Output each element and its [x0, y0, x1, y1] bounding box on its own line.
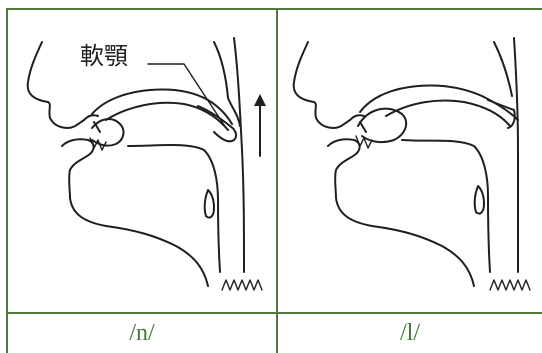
annotation-leader-line [147, 63, 227, 129]
caption-l: /l/ [399, 320, 420, 346]
caption-n: /n/ [129, 320, 155, 346]
diagram-panel-n: 軟顎 [8, 10, 276, 312]
soft-palate-raised [487, 99, 516, 129]
soft-palate-label: 軟顎 [80, 42, 128, 70]
nasal-cavity [213, 41, 241, 127]
lower-lip-chin [327, 138, 475, 287]
hard-palate [91, 88, 233, 125]
airflow-arrow-head [254, 94, 266, 106]
pharynx-back-wall [513, 37, 519, 273]
voicing-zigzag [489, 279, 531, 291]
table-border-top [6, 8, 542, 10]
upper-teeth [349, 114, 367, 133]
epiglottis [473, 185, 485, 215]
vocal-tract-diagram-l [292, 37, 531, 291]
tongue-root [401, 139, 491, 273]
lower-lip-chin [61, 138, 209, 287]
oral-cavity-floor [385, 99, 511, 127]
epiglottis [203, 189, 215, 219]
lower-teeth [355, 135, 373, 149]
table-divider-vertical [276, 8, 278, 353]
face-profile-upper [292, 41, 351, 129]
table-border-left [6, 8, 8, 353]
voicing-zigzag [221, 279, 263, 291]
oral-cavity-floor [105, 101, 229, 131]
tongue-root [127, 144, 221, 273]
lower-teeth [89, 137, 107, 151]
hard-palate [359, 84, 519, 121]
nasal-cavity [493, 41, 513, 97]
face-profile-upper [26, 41, 85, 129]
diagram-panel-l [278, 10, 542, 312]
table-divider-horizontal [6, 312, 542, 314]
vocal-tract-diagram-n: 軟顎 [26, 37, 266, 291]
soft-palate-lowered [197, 105, 238, 143]
pharynx-back-wall [233, 37, 245, 273]
tongue-raised [357, 107, 408, 144]
